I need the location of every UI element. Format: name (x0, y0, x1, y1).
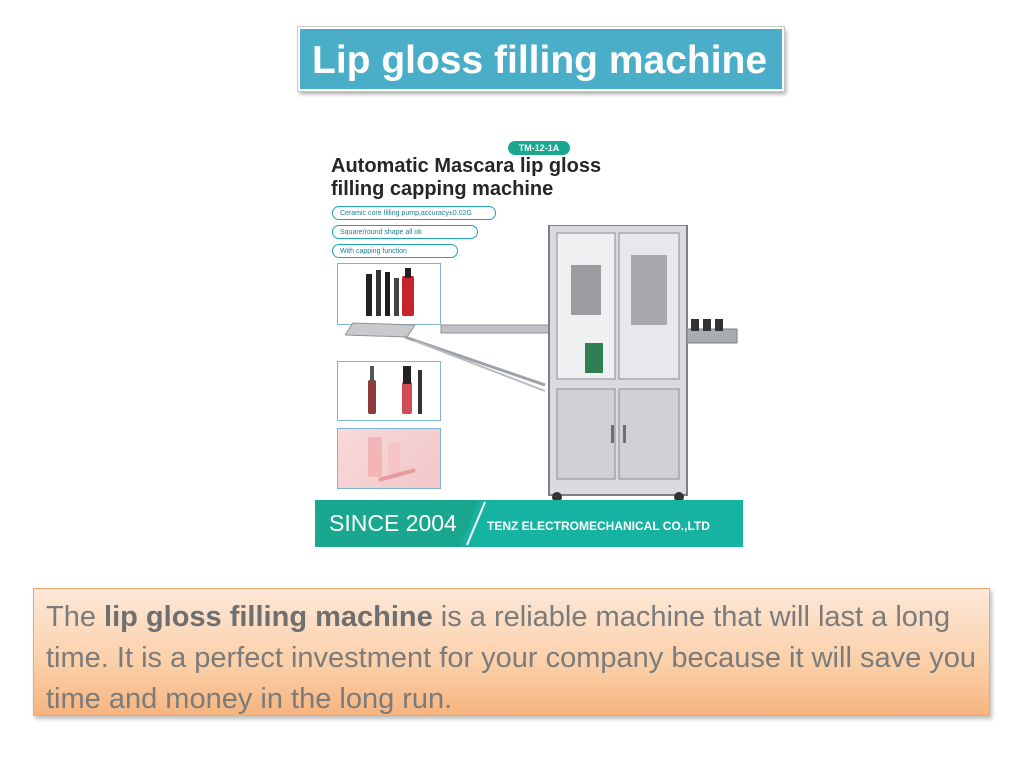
mascara-thumbnail (337, 263, 441, 325)
product-heading-line2: filling capping machine (331, 178, 554, 200)
description-box: The lip gloss filling machine is a relia… (33, 588, 990, 716)
product-heading-line1: Automatic Mascara lip gloss (331, 155, 602, 177)
company-name-text: TENZ ELECTROMECHANICAL CO.,LTD (487, 519, 710, 533)
brand-banner (315, 500, 743, 547)
feature-pill-accuracy: Ceramic core filling pump,accuracy±0.02G (332, 206, 496, 220)
model-badge: TM-12-1A (508, 141, 570, 155)
product-image: TM-12-1A Automatic Mascara lip gloss fil… (315, 135, 743, 547)
pink-tube-thumbnail (337, 428, 441, 489)
feature-pill-shape: Square/round shape all ok (332, 225, 478, 239)
lipgloss-thumbnail (337, 361, 441, 421)
feature-pill-capping: With capping function (332, 244, 458, 258)
slide-title: Lip gloss filling machine (298, 27, 784, 91)
product-heading: Automatic Mascara lip gloss filling capp… (331, 155, 601, 201)
description-emphasis: lip gloss filling machine (104, 601, 433, 633)
description-body: is a reliable machine that will last a l… (46, 601, 977, 715)
since-year-text: SINCE 2004 (329, 510, 457, 536)
filling-machine-illustration (345, 225, 738, 502)
description-lead: The (46, 601, 105, 633)
